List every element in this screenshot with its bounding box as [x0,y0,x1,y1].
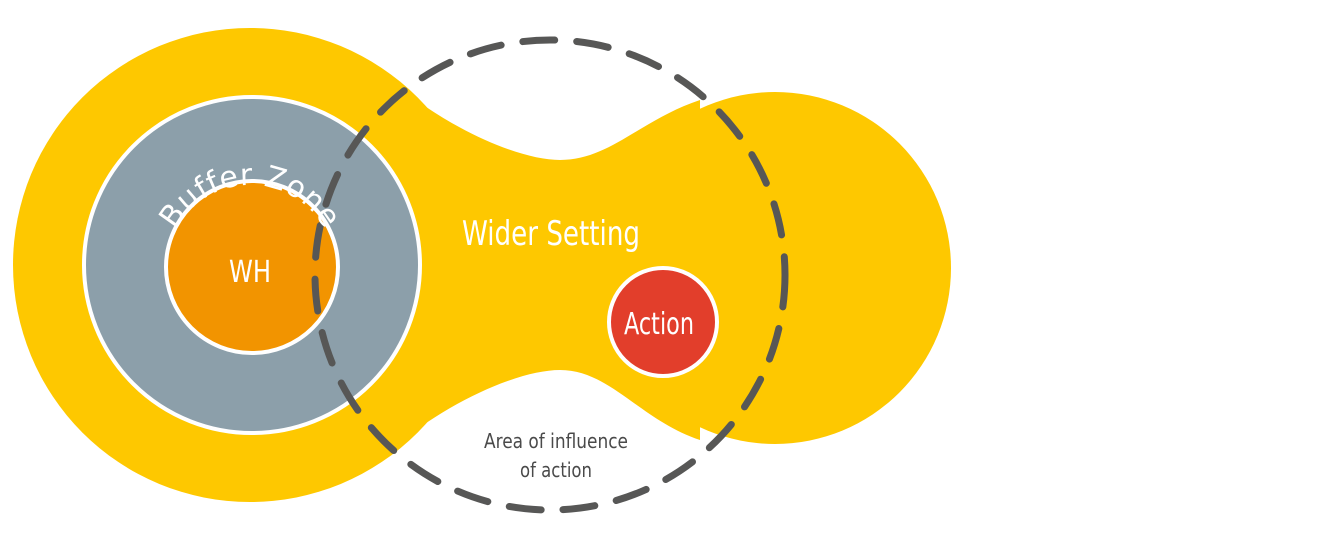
wider-setting-label: Wider Setting [462,214,640,254]
influence-label-line2: of action [520,458,592,482]
action-label: Action [624,307,694,342]
action-circle [607,266,719,378]
influence-label-line1: Area of influence [484,429,628,453]
wh-label: WH [229,255,271,290]
area-of-influence-circle [311,36,789,514]
wh-circle [164,179,340,355]
